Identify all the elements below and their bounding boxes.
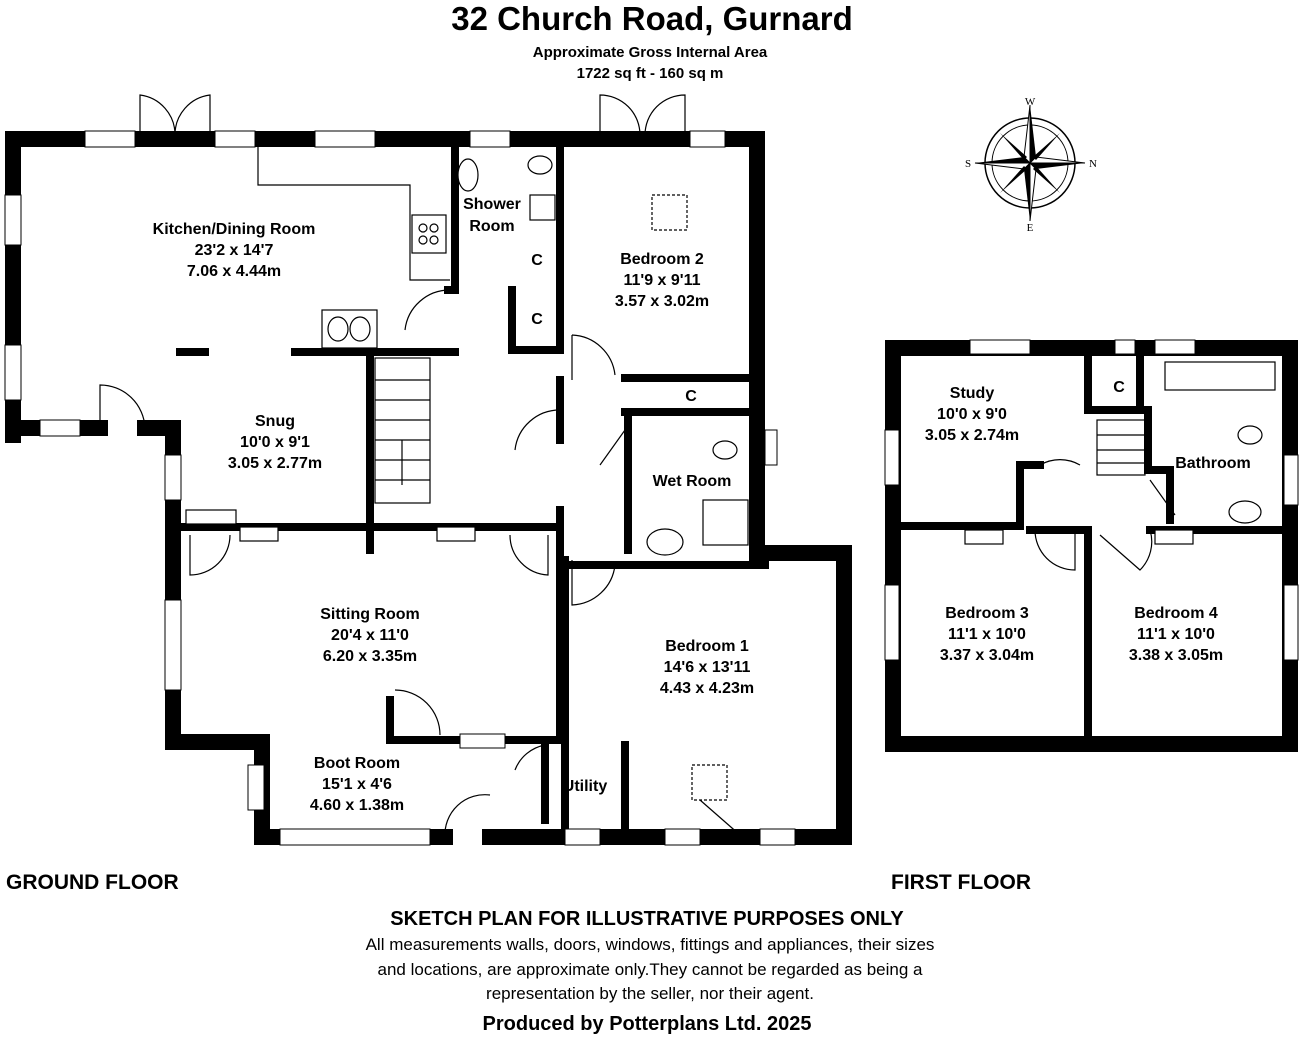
room-sitting: Sitting Room 20'4 x 11'0 6.20 x 3.35m <box>320 606 420 665</box>
room-bedroom-4: Bedroom 4 11'1 x 10'0 3.38 x 3.05m <box>1129 605 1223 664</box>
svg-text:4.43 x 4.23m: 4.43 x 4.23m <box>660 680 754 697</box>
room-snug: Snug 10'0 x 9'1 3.05 x 2.77m <box>228 413 322 472</box>
room-kitchen-dining: Kitchen/Dining Room 23'2 x 14'7 7.06 x 4… <box>153 221 316 280</box>
cupboard-2: C <box>531 311 543 328</box>
producer-credit: Produced by Potterplans Ltd. 2025 <box>483 1013 812 1035</box>
svg-text:11'1 x 10'0: 11'1 x 10'0 <box>1137 626 1215 643</box>
ground-floor-details <box>4 94 796 846</box>
first-floor-label: FIRST FLOOR <box>891 871 1031 894</box>
svg-text:Bedroom 1: Bedroom 1 <box>665 638 749 655</box>
room-boot: Boot Room 15'1 x 4'6 4.60 x 1.38m <box>310 755 404 814</box>
svg-text:Snug: Snug <box>255 413 295 430</box>
ground-floor-label: GROUND FLOOR <box>6 871 179 894</box>
svg-text:11'9 x 9'11: 11'9 x 9'11 <box>623 272 700 289</box>
svg-text:10'0 x 9'0: 10'0 x 9'0 <box>937 406 1007 423</box>
cupboard-ff: C <box>1113 379 1125 396</box>
disclaimer-line: representation by the seller, nor their … <box>486 984 814 1003</box>
cupboard-1: C <box>531 252 543 269</box>
svg-text:3.38 x 3.05m: 3.38 x 3.05m <box>1129 647 1223 664</box>
svg-text:11'1 x 10'0: 11'1 x 10'0 <box>948 626 1026 643</box>
plan-title: 32 Church Road, Gurnard <box>451 0 853 37</box>
svg-text:10'0 x 9'1: 10'0 x 9'1 <box>240 434 310 451</box>
svg-text:Bedroom 4: Bedroom 4 <box>1134 605 1218 622</box>
svg-text:E: E <box>1027 222 1034 234</box>
room-wet-room: Wet Room <box>653 473 732 490</box>
svg-text:W: W <box>1025 96 1036 108</box>
svg-text:S: S <box>965 158 971 170</box>
room-bathroom: Bathroom <box>1175 455 1251 472</box>
area-label: Approximate Gross Internal Area <box>533 44 768 61</box>
cupboard-3: C <box>685 388 697 405</box>
room-bedroom-3: Bedroom 3 11'1 x 10'0 3.37 x 3.04m <box>940 605 1034 664</box>
svg-text:Bedroom 2: Bedroom 2 <box>620 251 704 268</box>
svg-text:3.05 x 2.77m: 3.05 x 2.77m <box>228 455 322 472</box>
room-study: Study 10'0 x 9'0 3.05 x 2.74m <box>925 385 1019 444</box>
disclaimer-line: and locations, are approximate only.They… <box>378 960 924 979</box>
svg-text:3.05 x 2.74m: 3.05 x 2.74m <box>925 427 1019 444</box>
first-floor-walls <box>884 339 1299 752</box>
svg-text:Study: Study <box>950 385 995 402</box>
svg-text:14'6 x 13'11: 14'6 x 13'11 <box>664 659 751 676</box>
svg-text:23'2 x 14'7: 23'2 x 14'7 <box>195 242 274 259</box>
room-bedroom-2: Bedroom 2 11'9 x 9'11 3.57 x 3.02m <box>615 251 709 310</box>
svg-text:4.60 x 1.38m: 4.60 x 1.38m <box>310 797 404 814</box>
compass-rose-icon: W E S N <box>965 96 1097 234</box>
svg-text:Bedroom 3: Bedroom 3 <box>945 605 1029 622</box>
disclaimer-heading: SKETCH PLAN FOR ILLUSTRATIVE PURPOSES ON… <box>390 908 904 930</box>
svg-text:7.06 x 4.44m: 7.06 x 4.44m <box>187 263 281 280</box>
svg-text:3.57 x 3.02m: 3.57 x 3.02m <box>615 293 709 310</box>
svg-text:Boot Room: Boot Room <box>314 755 400 772</box>
disclaimer-line: All measurements walls, doors, windows, … <box>366 935 935 954</box>
room-shower-line2: Room <box>469 218 514 235</box>
svg-text:3.37 x 3.04m: 3.37 x 3.04m <box>940 647 1034 664</box>
svg-text:6.20 x 3.35m: 6.20 x 3.35m <box>323 648 417 665</box>
svg-text:15'1 x 4'6: 15'1 x 4'6 <box>322 776 392 793</box>
room-bedroom-1: Bedroom 1 14'6 x 13'11 4.43 x 4.23m <box>660 638 754 697</box>
room-utility: Utility <box>563 778 608 795</box>
room-shower-line1: Shower <box>463 196 521 213</box>
ground-floor-walls <box>5 131 852 845</box>
svg-text:N: N <box>1089 158 1097 170</box>
svg-text:20'4 x 11'0: 20'4 x 11'0 <box>331 627 409 644</box>
area-value: 1722 sq ft - 160 sq m <box>577 65 724 82</box>
svg-text:Sitting Room: Sitting Room <box>320 606 420 623</box>
svg-text:Kitchen/Dining Room: Kitchen/Dining Room <box>153 221 316 238</box>
